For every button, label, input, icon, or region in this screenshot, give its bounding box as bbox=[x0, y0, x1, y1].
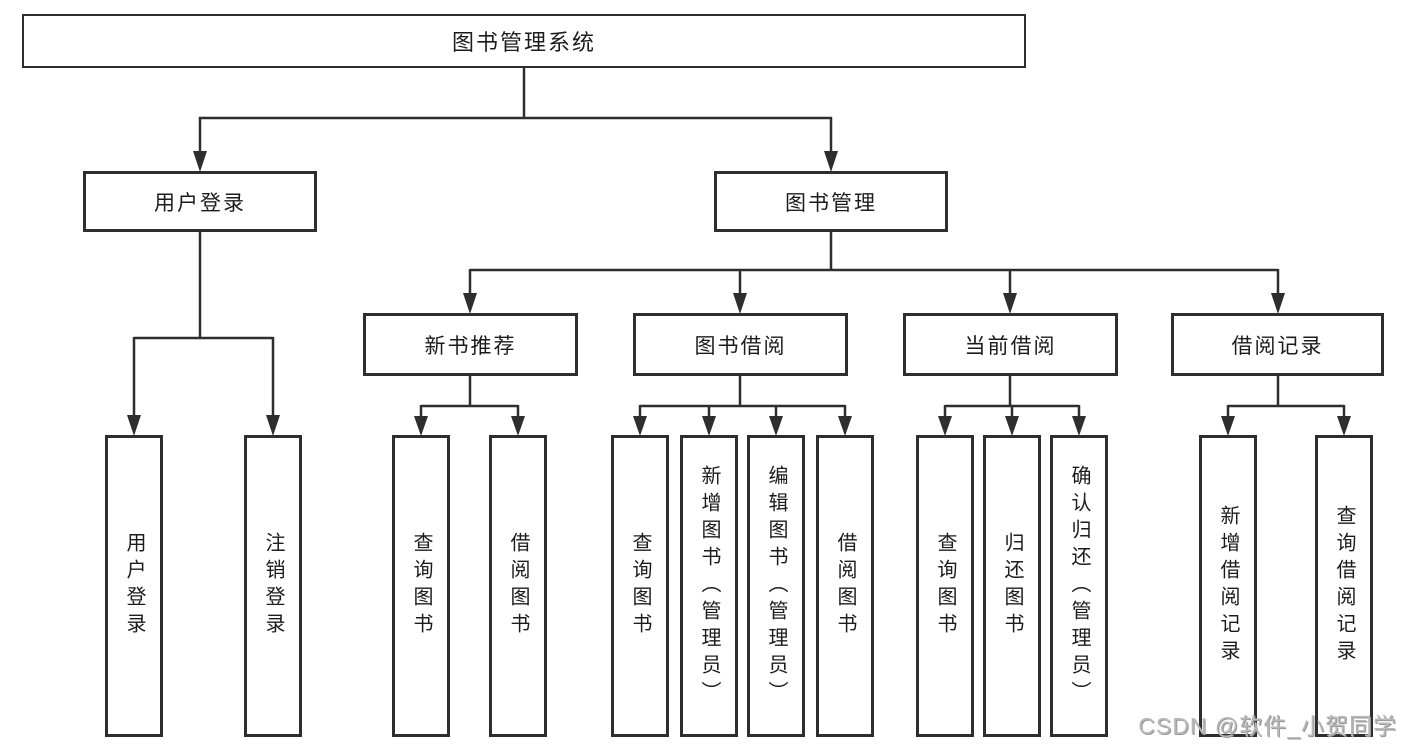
node-user-login: 用户登录 bbox=[83, 171, 317, 232]
leaf-current-query-book: 查询图书 bbox=[916, 435, 974, 737]
connector-book-borrow-to-leaves bbox=[633, 375, 852, 436]
leaf-logout: 注销登录 bbox=[244, 435, 302, 737]
leaf-borrow-edit-book-admin: 编辑图书（管理员） bbox=[747, 435, 805, 737]
connector-new-book-recommend-to-leaves bbox=[414, 375, 525, 436]
node-new-book-recommend: 新书推荐 bbox=[363, 313, 578, 376]
leaf-borrow-borrow-book: 借阅图书 bbox=[816, 435, 874, 737]
connector-current-borrow-to-leaves bbox=[938, 375, 1086, 436]
leaf-borrow-borrow-book-label: 借阅图书 bbox=[834, 532, 856, 640]
node-current-borrow-label: 当前借阅 bbox=[964, 334, 1057, 358]
leaf-records-query-record-label: 查询借阅记录 bbox=[1333, 505, 1355, 667]
node-current-borrow: 当前借阅 bbox=[903, 313, 1118, 376]
connector-borrow-records-to-leaves bbox=[1221, 375, 1351, 436]
node-book-borrow: 图书借阅 bbox=[633, 313, 848, 376]
connector-root-to-level2 bbox=[193, 67, 838, 172]
leaf-recommend-borrow-book: 借阅图书 bbox=[489, 435, 547, 737]
node-borrow-records-label: 借阅记录 bbox=[1231, 334, 1324, 358]
connector-book-management-to-level3 bbox=[463, 231, 1285, 314]
leaf-borrow-add-book-admin-label: 新增图书（管理员） bbox=[698, 464, 720, 708]
leaf-records-query-record: 查询借阅记录 bbox=[1315, 435, 1373, 737]
node-new-book-recommend-label: 新书推荐 bbox=[424, 334, 517, 358]
leaf-recommend-query-book-label: 查询图书 bbox=[410, 532, 432, 640]
leaf-borrow-query-book: 查询图书 bbox=[611, 435, 669, 737]
leaf-recommend-query-book: 查询图书 bbox=[392, 435, 450, 737]
leaf-current-query-book-label: 查询图书 bbox=[934, 532, 956, 640]
leaf-borrow-query-book-label: 查询图书 bbox=[629, 532, 651, 640]
leaf-user-login: 用户登录 bbox=[105, 435, 163, 737]
leaf-records-add-record-label: 新增借阅记录 bbox=[1217, 505, 1239, 667]
leaf-user-login-label: 用户登录 bbox=[123, 532, 145, 640]
leaf-current-confirm-return-admin: 确认归还（管理员） bbox=[1050, 435, 1108, 737]
leaf-records-add-record: 新增借阅记录 bbox=[1199, 435, 1257, 737]
leaf-logout-label: 注销登录 bbox=[262, 532, 284, 640]
connector-user-login-to-leaves bbox=[127, 231, 280, 436]
leaf-borrow-edit-book-admin-label: 编辑图书（管理员） bbox=[765, 464, 787, 708]
node-book-borrow-label: 图书借阅 bbox=[694, 334, 787, 358]
leaf-current-return-book-label: 归还图书 bbox=[1001, 532, 1023, 640]
node-book-management: 图书管理 bbox=[714, 171, 948, 232]
leaf-borrow-add-book-admin: 新增图书（管理员） bbox=[680, 435, 738, 737]
node-book-management-label: 图书管理 bbox=[785, 191, 877, 215]
node-root-label: 图书管理系统 bbox=[451, 30, 596, 55]
leaf-current-return-book: 归还图书 bbox=[983, 435, 1041, 737]
node-user-login-label: 用户登录 bbox=[154, 191, 246, 215]
node-root-library-management-system: 图书管理系统 bbox=[22, 14, 1026, 68]
leaf-recommend-borrow-book-label: 借阅图书 bbox=[507, 532, 529, 640]
node-borrow-records: 借阅记录 bbox=[1171, 313, 1384, 376]
csdn-watermark: CSDN @软件_小贺同学 bbox=[1138, 713, 1397, 739]
leaf-current-confirm-return-admin-label: 确认归还（管理员） bbox=[1068, 464, 1090, 708]
